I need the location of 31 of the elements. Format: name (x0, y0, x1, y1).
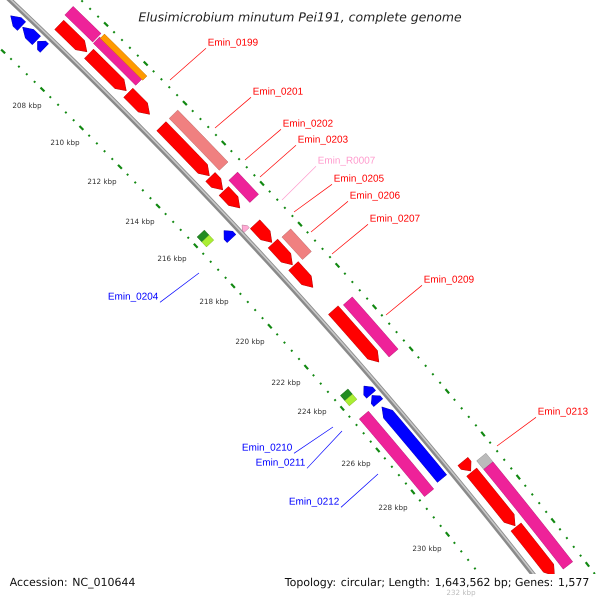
leader-line (496, 416, 536, 446)
leader-line (294, 426, 334, 454)
gene-label: Emin_0211 (256, 458, 305, 468)
leader-line (340, 474, 378, 508)
gene-label: Emin_0207 (370, 214, 420, 224)
gene-label: Emin_0203 (298, 135, 348, 145)
leader-line (310, 200, 348, 232)
leader-line (294, 184, 332, 212)
title: Elusimicrobium minutum Pei191, complete genome (138, 12, 462, 24)
gene-label: Emin_0209 (424, 275, 474, 285)
gene-label: Emin_0201 (254, 87, 303, 97)
genome-info-text: Topology: circular; Length: 1,643,562 bp; Genes: 1,577 (284, 578, 588, 588)
leader-line (160, 272, 200, 303)
gene-label: Emin_0210 (242, 443, 292, 453)
gene-label: Emin_0212 (290, 497, 339, 507)
gene-label: Emin_R0007 (318, 156, 375, 166)
gene-label: Emin_0206 (350, 191, 400, 201)
leader-line (214, 96, 252, 128)
leader-line (332, 224, 368, 254)
gene-label: Emin_0202 (284, 119, 333, 129)
gene-label: Emin_0213 (538, 407, 588, 417)
leader-line (306, 430, 342, 469)
leader-line (170, 48, 206, 80)
leader-line (260, 144, 296, 178)
leader-line (244, 128, 282, 160)
gene-label: Emin_0204 (108, 292, 158, 302)
leader-line (282, 166, 316, 200)
leader-line (386, 284, 422, 316)
gene-label: Emin_0199 (208, 38, 258, 48)
gene-label: Emin_0205 (334, 174, 384, 184)
accession-text: Accession: NC_010644 (10, 578, 135, 588)
